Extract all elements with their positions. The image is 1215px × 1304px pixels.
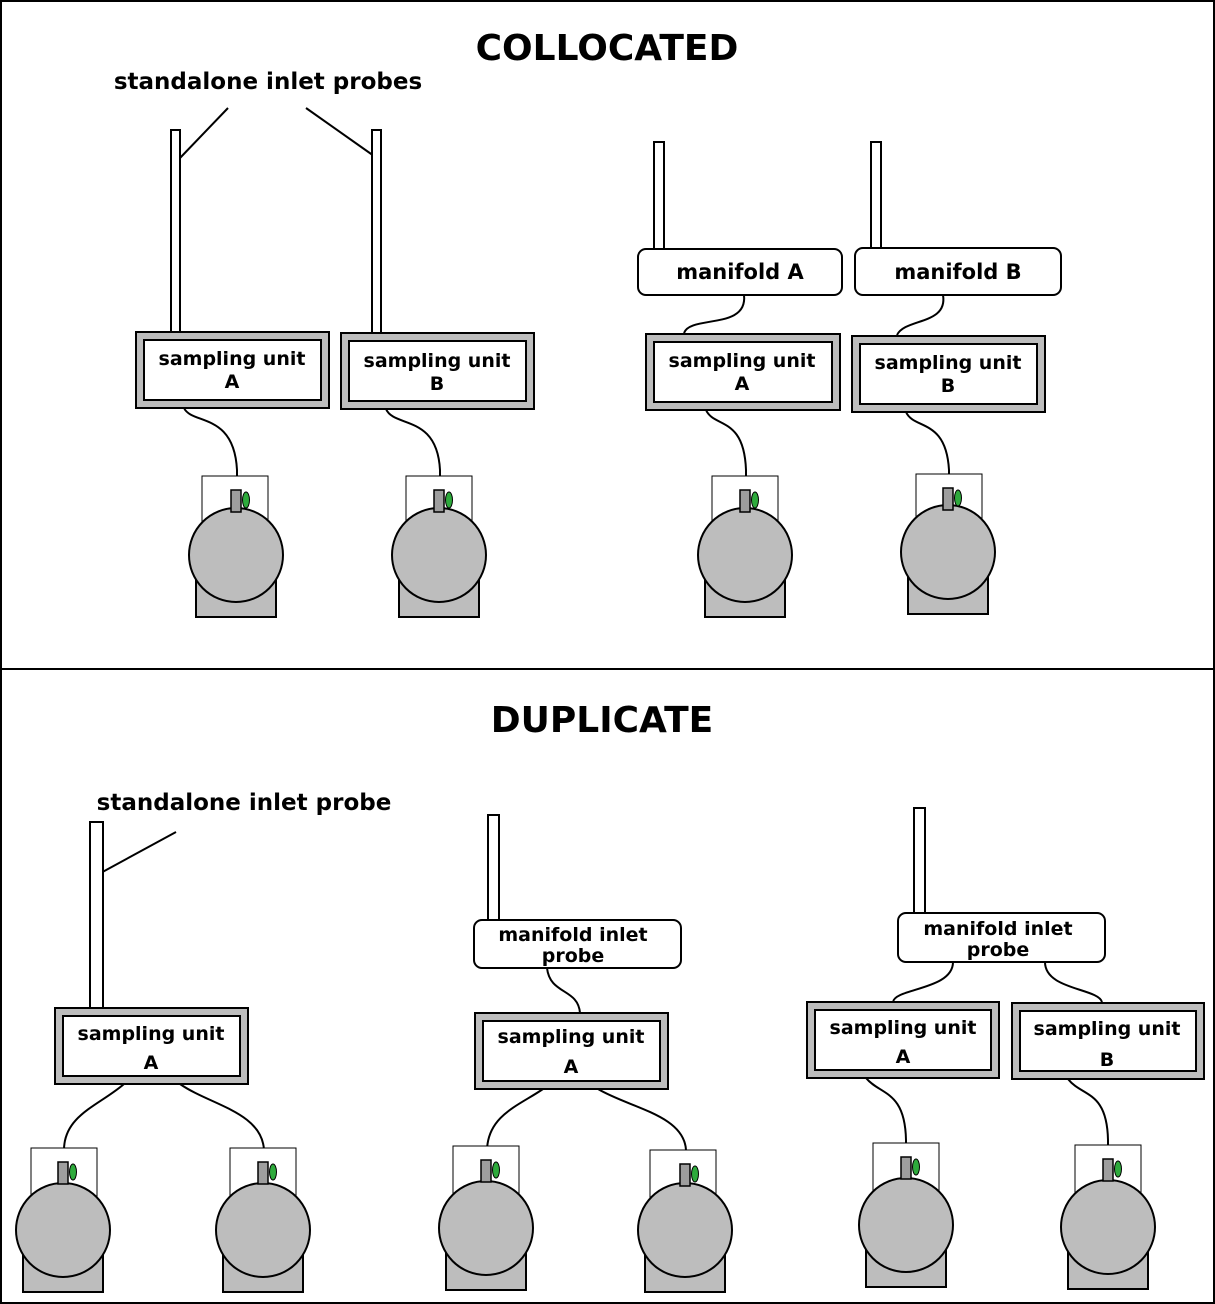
tubing	[1067, 1078, 1109, 1167]
valve-icon	[230, 489, 250, 513]
tubing	[705, 409, 747, 491]
canister-icon	[188, 475, 284, 618]
tubing	[1044, 961, 1103, 1003]
tubing	[546, 967, 581, 1014]
valve-icon	[942, 487, 962, 511]
tubing	[892, 961, 954, 1003]
valve-icon	[257, 1161, 277, 1185]
tubing	[179, 1083, 265, 1170]
callout-leader-line	[179, 107, 229, 159]
callout-standalone-inlet-probes: standalone inlet probes	[114, 69, 422, 95]
inlet-probe	[170, 129, 181, 334]
canister-icon	[215, 1147, 311, 1293]
valve-icon	[739, 489, 759, 513]
valve-icon	[433, 489, 453, 513]
panel-title-duplicate: DUPLICATE	[491, 700, 713, 741]
manifold-inlet-probe: manifold inlet probe	[897, 912, 1106, 963]
tubing	[683, 294, 746, 334]
svg-text:A: A	[564, 1056, 579, 1078]
svg-text:sampling unit: sampling unit	[159, 348, 306, 370]
sampling-unit-b: sampling unit B	[851, 335, 1046, 413]
svg-text:manifold B: manifold B	[894, 260, 1021, 284]
valve-icon	[900, 1156, 920, 1180]
canister-icon	[900, 473, 996, 615]
tubing	[63, 1083, 125, 1170]
svg-text:sampling unit: sampling unit	[498, 1026, 645, 1048]
svg-text:A: A	[735, 373, 750, 395]
svg-text:manifold inlet: manifold inlet	[923, 918, 1072, 940]
canister-icon	[15, 1147, 111, 1293]
manifold-inlet-probe: manifold inlet probe	[473, 919, 682, 969]
inlet-probe	[89, 821, 104, 1010]
canister-icon	[858, 1142, 954, 1288]
tubing	[597, 1088, 687, 1171]
panel-collocated: COLLOCATED standalone inlet probes manif…	[114, 28, 1062, 491]
svg-text:sampling unit: sampling unit	[1034, 1018, 1181, 1040]
tubing	[385, 408, 441, 491]
inlet-probe	[870, 141, 882, 249]
svg-text:sampling unit: sampling unit	[830, 1017, 977, 1039]
manifold-b: manifold B	[854, 247, 1062, 296]
sampling-unit-b: sampling unit B	[340, 332, 535, 410]
valve-icon	[57, 1161, 77, 1185]
canister-icon	[637, 1149, 733, 1293]
canister-icon	[391, 475, 487, 618]
sampling-unit-a: sampling unit A	[474, 1012, 669, 1090]
svg-text:sampling unit: sampling unit	[364, 350, 511, 372]
svg-text:manifold inlet: manifold inlet	[498, 924, 647, 946]
svg-text:sampling unit: sampling unit	[669, 350, 816, 372]
callout-leader-line	[96, 831, 177, 876]
svg-text:B: B	[941, 375, 955, 397]
panel-title-collocated: COLLOCATED	[476, 28, 739, 69]
svg-text:probe: probe	[967, 939, 1030, 961]
svg-text:probe: probe	[542, 945, 605, 967]
canister-icon	[1060, 1144, 1156, 1290]
valve-icon	[1102, 1158, 1122, 1182]
inlet-probe	[653, 141, 665, 251]
manifold-a: manifold A	[637, 248, 843, 296]
tubing	[905, 411, 950, 489]
valve-icon	[679, 1163, 699, 1187]
panel-duplicate: DUPLICATE standalone inlet probe manifol…	[54, 700, 1205, 1171]
tubing	[183, 407, 238, 491]
inlet-probe	[487, 814, 500, 922]
sampling-unit-a: sampling unit A	[645, 333, 841, 411]
callout-leader-line	[305, 107, 375, 157]
canister-icon	[697, 475, 793, 618]
svg-text:A: A	[225, 371, 240, 393]
callout-standalone-inlet-probe: standalone inlet probe	[97, 790, 392, 816]
tubing	[865, 1077, 907, 1165]
sampling-unit-a: sampling unit A	[54, 1007, 249, 1085]
sampling-unit-a: sampling unit A	[135, 331, 330, 409]
svg-text:sampling unit: sampling unit	[78, 1023, 225, 1045]
valve-icon	[480, 1159, 500, 1183]
svg-text:A: A	[896, 1046, 911, 1068]
tubing	[896, 294, 945, 336]
svg-text:B: B	[430, 373, 444, 395]
canister-group	[15, 473, 1156, 1293]
canister-icon	[438, 1145, 534, 1291]
inlet-probe	[913, 807, 926, 915]
inlet-probe	[371, 129, 382, 334]
svg-text:manifold A: manifold A	[676, 260, 804, 284]
svg-text:sampling unit: sampling unit	[875, 352, 1022, 374]
svg-text:B: B	[1100, 1049, 1114, 1071]
sampling-unit-a: sampling unit A	[806, 1001, 1000, 1079]
svg-text:A: A	[144, 1052, 159, 1074]
sampling-unit-b: sampling unit B	[1011, 1002, 1205, 1080]
